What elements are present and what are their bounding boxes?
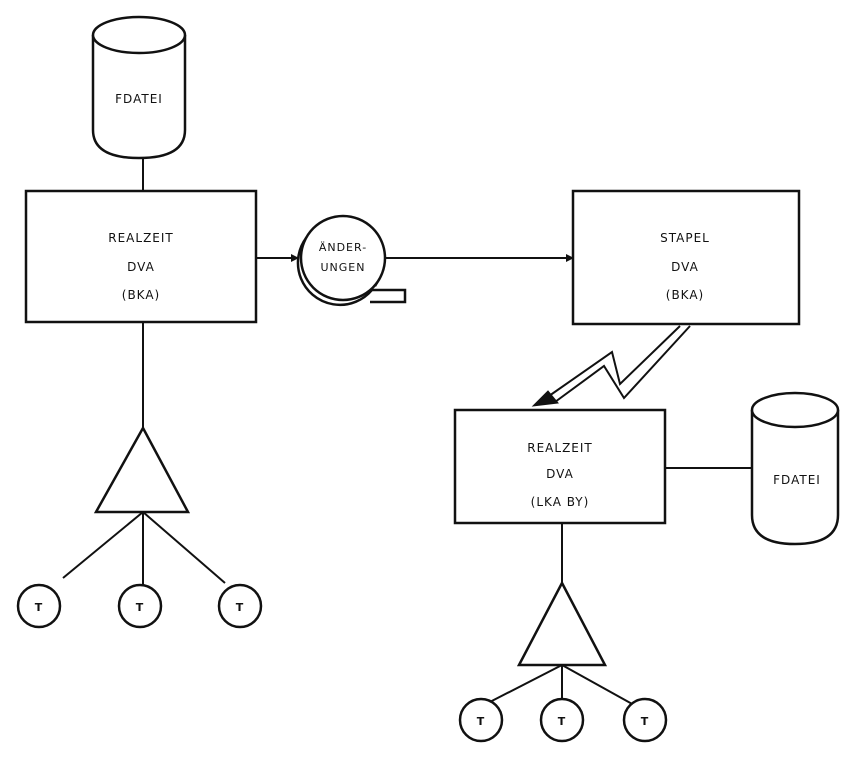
terminal-right-1-label: T — [477, 715, 486, 728]
terminal-right-1: T — [458, 697, 504, 743]
terminal-right-3-label: T — [641, 715, 650, 728]
right-branch-3 — [561, 664, 635, 706]
right-concentrator-triangle — [516, 580, 608, 667]
tape-line2: UNGEN — [321, 261, 366, 274]
aenderungen-tape: ÄNDER- UNGEN — [296, 214, 407, 307]
terminal-right-3: T — [622, 697, 668, 743]
terminal-left-2-label: T — [136, 601, 145, 614]
terminal-left-3-label: T — [236, 601, 245, 614]
terminal-left-2: T — [117, 583, 163, 629]
right-terminal-tree: T T T — [458, 523, 668, 743]
realzeit-lka-line1: REALZEIT — [527, 441, 593, 455]
terminal-left-1-label: T — [35, 601, 44, 614]
left-terminal-tree: T T T — [16, 322, 263, 629]
terminal-left-3: T — [217, 583, 263, 629]
realzeit-dva-bka-box: REALZEIT DVA (BKA) — [24, 189, 258, 324]
stapel-bka-line3: (BKA) — [666, 288, 704, 302]
realzeit-lka-line2: DVA — [546, 467, 574, 481]
right-branch-1 — [483, 664, 563, 706]
left-concentrator-triangle — [93, 425, 191, 514]
fdatei-top-label: FDATEI — [115, 92, 163, 106]
left-branch-3 — [142, 511, 226, 584]
fdatei-right-cylinder: FDATEI — [750, 391, 840, 546]
stapel-dva-bka-box: STAPEL DVA (BKA) — [571, 189, 801, 326]
stapel-bka-line1: STAPEL — [660, 231, 710, 245]
realzeit-bka-line3: (BKA) — [122, 288, 160, 302]
terminal-left-1: T — [16, 583, 62, 629]
terminal-right-2-label: T — [558, 715, 567, 728]
left-branch-1 — [62, 511, 144, 579]
terminal-right-2: T — [539, 697, 585, 743]
stapel-bka-line2: DVA — [671, 260, 699, 274]
realzeit-dva-lka-box: REALZEIT DVA (LKA BY) — [453, 408, 667, 525]
realzeit-lka-line3: (LKA BY) — [531, 495, 590, 509]
realzeit-bka-line2: DVA — [127, 260, 155, 274]
fdatei-top-cylinder: FDATEI — [91, 15, 187, 160]
realzeit-bka-line1: REALZEIT — [108, 231, 174, 245]
tape-line1: ÄNDER- — [319, 241, 367, 254]
fdatei-right-label: FDATEI — [773, 473, 821, 487]
zigzag-transmission-arrow — [531, 325, 691, 407]
